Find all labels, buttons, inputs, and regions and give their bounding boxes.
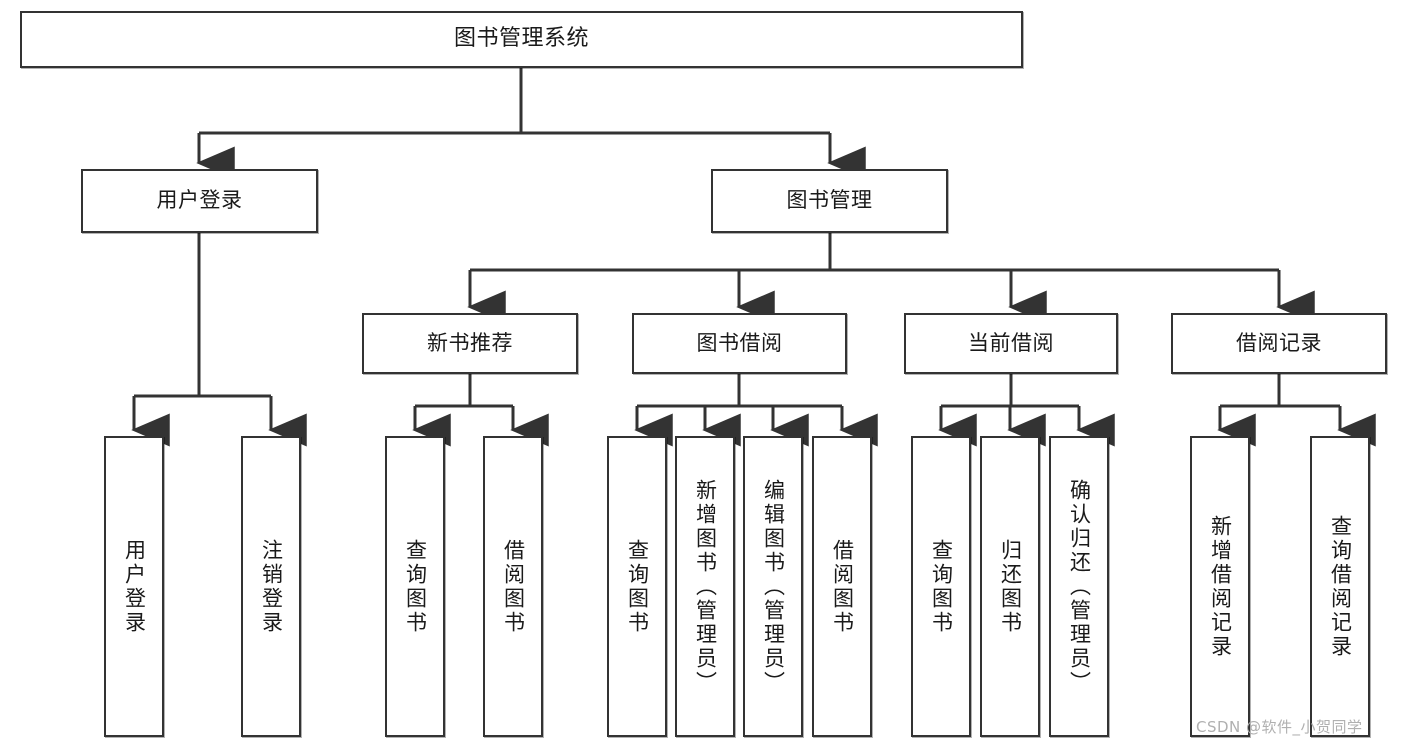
- node-new-book-recommend[interactable]: 新书推荐: [362, 313, 578, 374]
- node-leaf-return-book-label: 归还图书: [998, 538, 1023, 635]
- node-leaf-query-book-1-label: 查询图书: [403, 538, 428, 635]
- node-leaf-query-book-3-label: 查询图书: [929, 538, 954, 635]
- node-leaf-user-login[interactable]: 用户登录: [104, 436, 164, 737]
- node-leaf-add-record[interactable]: 新增借阅记录: [1190, 436, 1250, 737]
- node-book-borrow-label: 图书借阅: [696, 330, 783, 355]
- node-book-borrow[interactable]: 图书借阅: [632, 313, 847, 374]
- node-new-book-recommend-label: 新书推荐: [427, 330, 513, 355]
- node-leaf-add-record-label: 新增借阅记录: [1208, 514, 1233, 659]
- node-leaf-confirm-return[interactable]: 确认归还（管理员）: [1049, 436, 1109, 737]
- node-leaf-query-book-2[interactable]: 查询图书: [607, 436, 667, 737]
- node-leaf-user-logout-label: 注销登录: [259, 538, 284, 635]
- node-leaf-query-record-label: 查询借阅记录: [1328, 514, 1353, 659]
- node-borrow-record-label: 借阅记录: [1236, 330, 1322, 355]
- node-leaf-query-book-1[interactable]: 查询图书: [385, 436, 445, 737]
- node-leaf-user-login-label: 用户登录: [122, 538, 147, 635]
- node-leaf-edit-book[interactable]: 编辑图书（管理员）: [743, 436, 803, 737]
- node-leaf-query-book-3[interactable]: 查询图书: [911, 436, 971, 737]
- node-book-manage[interactable]: 图书管理: [711, 169, 948, 233]
- node-leaf-query-record[interactable]: 查询借阅记录: [1310, 436, 1370, 737]
- node-root[interactable]: 图书管理系统: [20, 11, 1023, 68]
- node-leaf-add-book-label: 新增图书（管理员）: [693, 478, 718, 695]
- node-leaf-confirm-return-label: 确认归还（管理员）: [1067, 478, 1092, 695]
- node-leaf-borrow-book-1-label: 借阅图书: [501, 538, 526, 635]
- node-user-login-label: 用户登录: [156, 188, 243, 213]
- node-leaf-borrow-book-2-label: 借阅图书: [830, 538, 855, 635]
- node-user-login[interactable]: 用户登录: [81, 169, 318, 233]
- node-leaf-query-book-2-label: 查询图书: [625, 538, 650, 635]
- node-borrow-record[interactable]: 借阅记录: [1171, 313, 1387, 374]
- node-current-borrow-label: 当前借阅: [968, 330, 1054, 355]
- csdn-watermark: CSDN @软件_小贺同学: [1196, 718, 1363, 736]
- node-leaf-borrow-book-1[interactable]: 借阅图书: [483, 436, 543, 737]
- node-root-label: 图书管理系统: [453, 26, 589, 52]
- node-leaf-user-logout[interactable]: 注销登录: [241, 436, 301, 737]
- node-book-manage-label: 图书管理: [786, 188, 873, 213]
- node-leaf-add-book[interactable]: 新增图书（管理员）: [675, 436, 735, 737]
- node-current-borrow[interactable]: 当前借阅: [904, 313, 1118, 374]
- node-leaf-edit-book-label: 编辑图书（管理员）: [761, 478, 786, 695]
- node-leaf-return-book[interactable]: 归还图书: [980, 436, 1040, 737]
- node-leaf-borrow-book-2[interactable]: 借阅图书: [812, 436, 872, 737]
